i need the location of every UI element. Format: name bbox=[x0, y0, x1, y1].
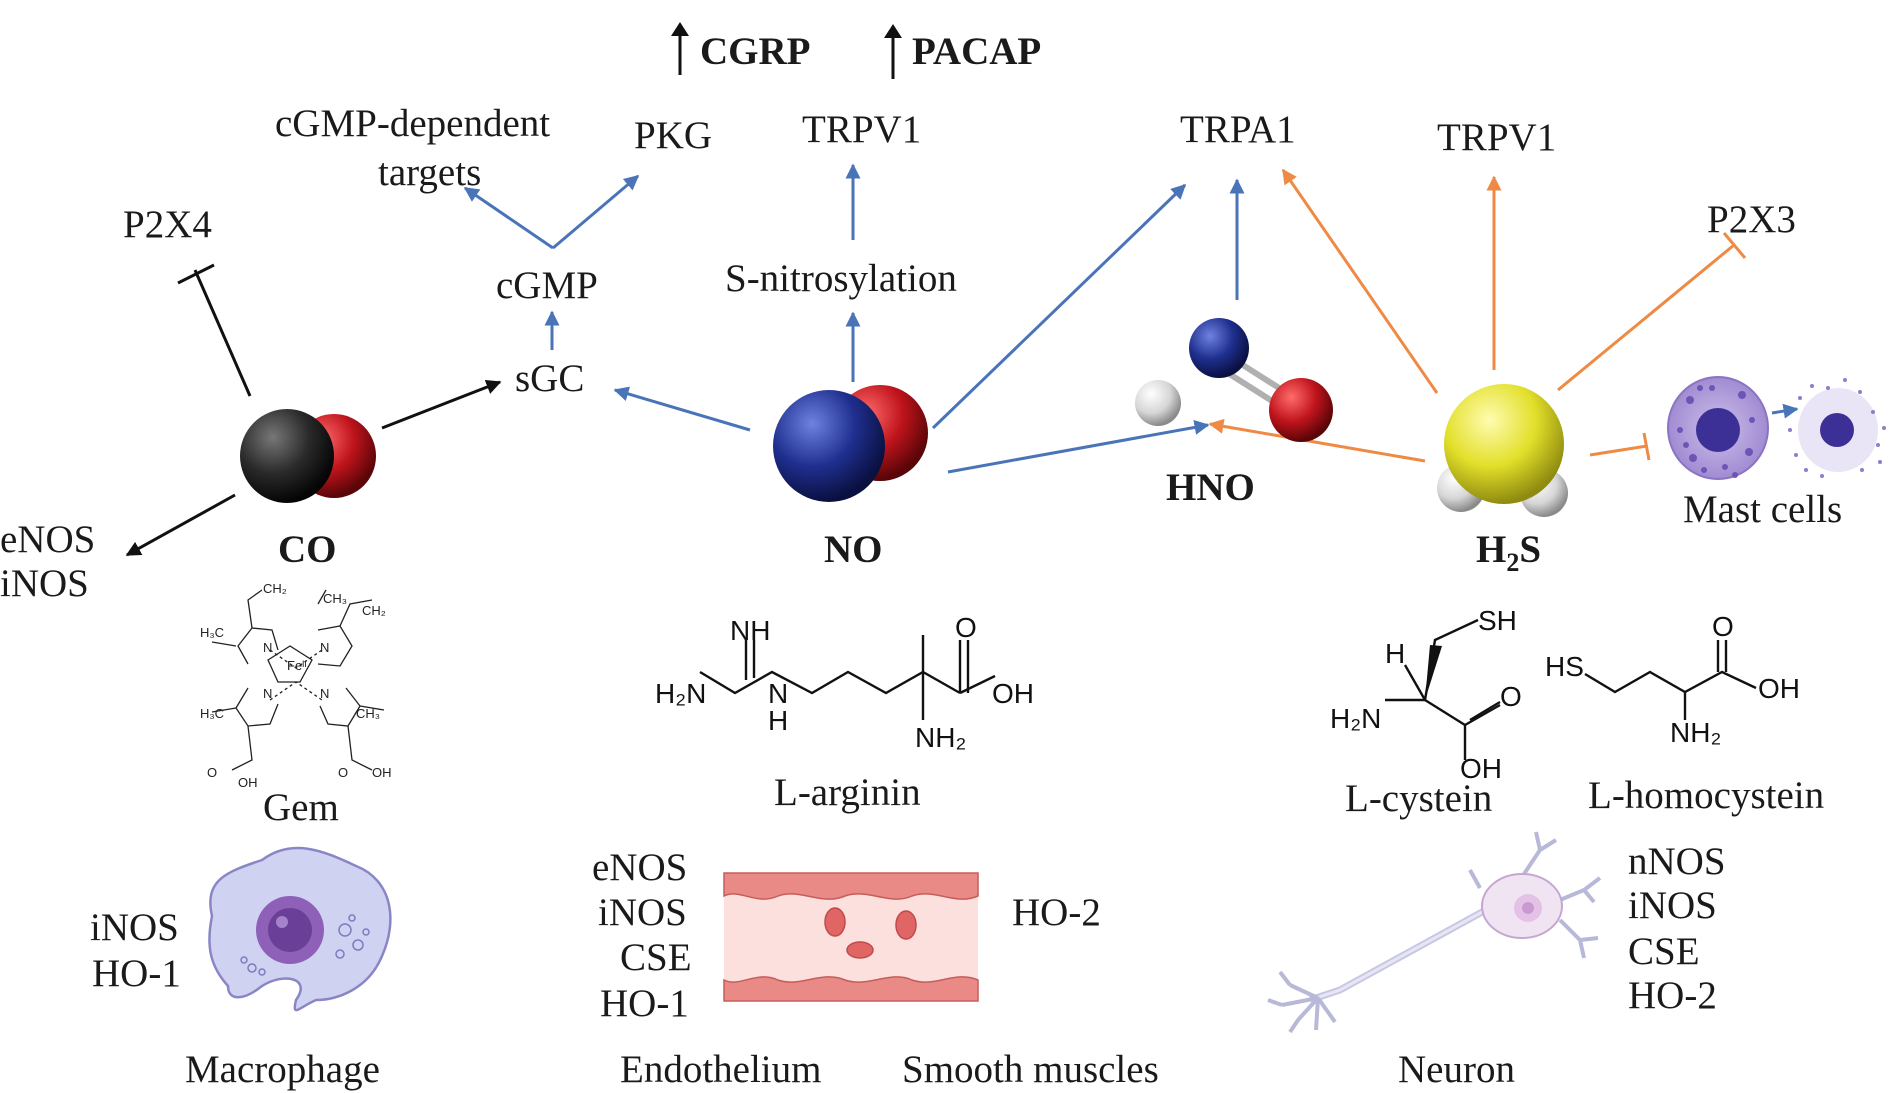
cysteine-atom-sh: SH bbox=[1478, 605, 1517, 636]
heme-atom-ch3: CH₃ bbox=[323, 591, 347, 606]
inhibit-co-p2x4 bbox=[177, 263, 252, 397]
hno-label: HNO bbox=[1166, 466, 1255, 509]
arrow-no-to-hno bbox=[947, 420, 1210, 474]
cysteine-atom-h: H bbox=[1385, 638, 1405, 669]
heme-atom-n: N bbox=[320, 686, 329, 701]
sgc-label: sGC bbox=[515, 357, 584, 400]
arrow-cgmp-to-targets bbox=[463, 186, 554, 250]
heme-atom-ch2: CH₂ bbox=[362, 603, 386, 618]
arginine-atom-h: H bbox=[768, 705, 788, 736]
co-molecule-icon bbox=[240, 409, 376, 503]
blood-vessel-icon bbox=[723, 872, 979, 1002]
homocysteine-label: L-homocystein bbox=[1588, 774, 1824, 817]
homocysteine-atom-nh2: NH₂ bbox=[1670, 717, 1721, 748]
trpa1-label: TRPA1 bbox=[1180, 108, 1296, 151]
endothelium-enzyme: HO-1 bbox=[600, 982, 689, 1025]
macrophage-icon bbox=[208, 846, 392, 1012]
gem-label: Gem bbox=[263, 786, 339, 829]
heme-atom-ch2: CH₂ bbox=[263, 581, 287, 596]
pacap-label: PACAP bbox=[912, 30, 1041, 73]
cgmp-label: cGMP bbox=[496, 264, 598, 307]
cysteine-atom-o: O bbox=[1500, 681, 1522, 712]
arrow-no-to-sgc bbox=[613, 386, 751, 432]
enos-label: eNOS bbox=[0, 518, 95, 561]
arrow-h2s-to-trpa1 bbox=[1281, 168, 1439, 394]
arginine-structure-icon bbox=[699, 635, 996, 720]
heme-atom-h3c: H₃C bbox=[200, 706, 224, 721]
heme-atom-o: O bbox=[338, 765, 348, 780]
homocysteine-structure-icon bbox=[1584, 640, 1757, 720]
endothelium-enzyme: iNOS bbox=[598, 891, 687, 934]
arrow-cgmp-to-pkg bbox=[552, 174, 640, 250]
neuron-label: Neuron bbox=[1398, 1048, 1515, 1091]
cgmp-targets-label: cGMP-dependent bbox=[275, 102, 550, 145]
homocysteine-atom-hs: HS bbox=[1545, 651, 1584, 682]
heme-atom-fe: Feᴵᴵ bbox=[287, 658, 307, 673]
heme-atom-oh: OH bbox=[372, 765, 392, 780]
neuron-enzyme: iNOS bbox=[1628, 884, 1717, 927]
arginine-atom-o: O bbox=[955, 612, 977, 643]
cysteine-atom-h2n: H₂N bbox=[1330, 703, 1381, 734]
hno-molecule-icon bbox=[1135, 318, 1333, 442]
h2s-label: H2S bbox=[1476, 528, 1541, 577]
trpv1-left-label: TRPV1 bbox=[802, 108, 921, 151]
heme-atom-h3c: H₃C bbox=[200, 625, 224, 640]
neuron-enzyme: CSE bbox=[1628, 930, 1700, 973]
endothelium-enzyme: CSE bbox=[620, 936, 692, 979]
arrow-co-to-sgc bbox=[381, 379, 502, 430]
no-molecule-icon bbox=[773, 385, 928, 502]
macrophage-label: Macrophage bbox=[185, 1048, 380, 1091]
arrow-h2s-to-hno bbox=[1208, 418, 1426, 463]
cysteine-structure-icon bbox=[1385, 618, 1501, 760]
heme-atom-oh: OH bbox=[238, 775, 258, 790]
up-arrow-icon bbox=[884, 24, 902, 79]
smooth-muscles-enzyme: HO-2 bbox=[1012, 891, 1101, 934]
endothelium-label: Endothelium bbox=[620, 1048, 821, 1091]
arrow-co-to-nos bbox=[125, 493, 236, 557]
arrow-no-to-trpa1 bbox=[931, 183, 1187, 430]
arginine-atom-nh: NH bbox=[730, 615, 770, 646]
heme-atom-o: O bbox=[207, 765, 217, 780]
neuron-enzyme: HO-2 bbox=[1628, 974, 1717, 1017]
macrophage-enzyme: HO-1 bbox=[92, 952, 181, 995]
cysteine-label: L-cystein bbox=[1345, 777, 1492, 820]
arginine-atom-oh: OH bbox=[992, 678, 1034, 709]
pkg-label: PKG bbox=[634, 114, 712, 157]
s-nitrosylation-label: S-nitrosylation bbox=[725, 257, 957, 300]
p2x3-label: P2X3 bbox=[1707, 198, 1796, 241]
heme-structure-icon bbox=[211, 589, 385, 771]
heme-atom-ch3: CH₃ bbox=[356, 706, 380, 721]
h2s-molecule-icon bbox=[1437, 384, 1568, 517]
mast-cells-label: Mast cells bbox=[1683, 488, 1842, 531]
arginine-atom-h2n: H₂N bbox=[655, 678, 706, 709]
cysteine-atom-oh: OH bbox=[1460, 753, 1502, 784]
neuron-enzyme: nNOS bbox=[1628, 840, 1726, 883]
endothelium-enzyme: eNOS bbox=[592, 846, 687, 889]
inhibit-h2s-mast-cells bbox=[1589, 432, 1651, 461]
cgrp-label: CGRP bbox=[700, 30, 811, 73]
arginine-label: L-arginin bbox=[774, 771, 921, 814]
arginine-atom-nh2: NH₂ bbox=[915, 722, 966, 753]
inhibit-h2s-p2x3 bbox=[1557, 232, 1747, 392]
no-label: NO bbox=[824, 528, 883, 571]
cgmp-targets-label-line2: targets bbox=[378, 151, 481, 194]
heme-atom-n: N bbox=[320, 640, 329, 655]
trpv1-right-label: TRPV1 bbox=[1437, 116, 1556, 159]
arginine-atom-n: N bbox=[768, 678, 788, 709]
homocysteine-atom-oh: OH bbox=[1758, 673, 1800, 704]
homocysteine-atom-o: O bbox=[1712, 611, 1734, 642]
neuron-icon bbox=[1267, 831, 1602, 1034]
smooth-muscles-label: Smooth muscles bbox=[902, 1048, 1159, 1091]
p2x4-label: P2X4 bbox=[123, 203, 212, 246]
mast-cells-icon bbox=[1667, 376, 1886, 480]
co-label: CO bbox=[278, 528, 337, 571]
macrophage-enzyme: iNOS bbox=[90, 906, 179, 949]
up-arrow-icon bbox=[671, 22, 689, 75]
heme-atom-n: N bbox=[263, 686, 272, 701]
heme-atom-n: N bbox=[263, 640, 272, 655]
inos-label: iNOS bbox=[0, 562, 89, 605]
